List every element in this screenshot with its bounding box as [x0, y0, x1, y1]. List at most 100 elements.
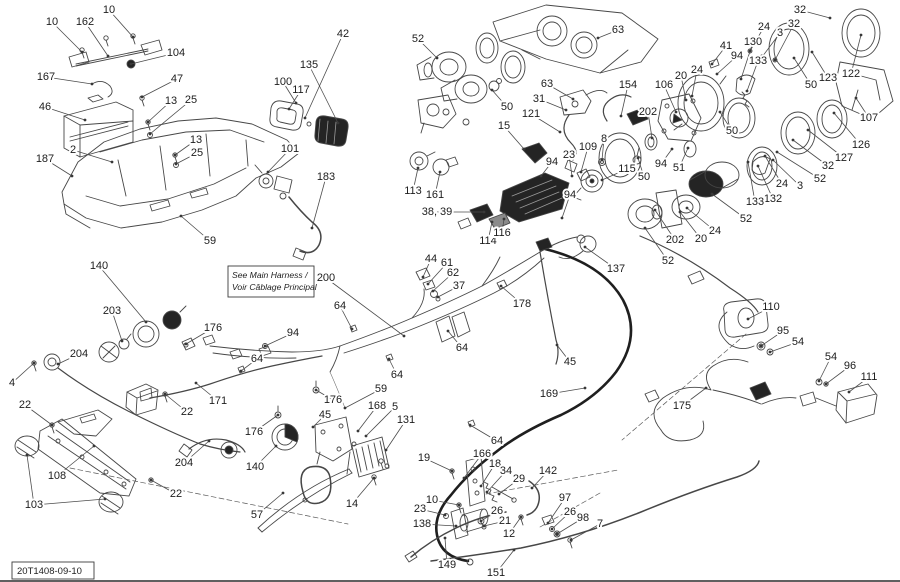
leader-line — [647, 111, 653, 139]
ecm-relays-art-shape — [515, 185, 557, 203]
ecm-relays-art-shape — [499, 172, 570, 223]
regulator-art-shape — [351, 441, 357, 447]
callout-22: 22 — [170, 488, 182, 500]
leader-line — [365, 406, 396, 437]
callout-64: 64 — [251, 353, 263, 365]
leader-tip — [619, 114, 623, 118]
throttle-bodies-art-shape — [416, 56, 435, 81]
leader-line — [807, 129, 845, 159]
throttle-bodies-art-shape — [442, 108, 450, 116]
callout-176: 176 — [204, 322, 222, 334]
leader-line — [620, 84, 629, 117]
regulator-art-shape — [355, 448, 362, 473]
headlight-housing-art-shape — [570, 31, 598, 59]
headlamp-parts-art-shape — [33, 364, 37, 372]
ecm-relays-art-shape — [457, 217, 472, 230]
leader-tip — [70, 174, 74, 178]
leader-tip — [710, 62, 714, 66]
fuel-valve-hoses-art-shape — [549, 526, 555, 532]
headlamp-parts-art-shape — [57, 367, 241, 453]
callout-47: 47 — [171, 73, 183, 85]
callout-151: 151 — [487, 567, 505, 579]
callout-14: 14 — [346, 498, 358, 510]
leader-line — [417, 38, 438, 59]
battery-assembly-art-shape — [87, 94, 104, 103]
ecm-relays-art — [409, 89, 608, 230]
headlamp-parts-art-shape — [179, 305, 187, 313]
lower-throttle-sensor-art-shape — [572, 187, 582, 201]
callout-200: 200 — [317, 272, 335, 284]
callout-103: 103 — [25, 499, 43, 511]
lower-throttle-sensor-art-shape — [672, 113, 683, 124]
ignition-coil-harness-art-shape — [718, 311, 755, 349]
callout-18: 18 — [489, 458, 501, 470]
leader-tip — [670, 147, 674, 151]
handlebar-switch-art-shape — [279, 192, 287, 200]
leader-line — [740, 41, 754, 80]
main-harness-art-shape — [422, 279, 436, 291]
leader-line — [253, 414, 279, 433]
leader-line — [531, 470, 549, 489]
throttle-bodies-art-shape — [496, 78, 502, 84]
leader-tip — [32, 361, 36, 365]
fuel-valve-hoses-art-shape — [555, 532, 559, 536]
main-harness-art-shape — [209, 345, 341, 353]
lower-throttle-sensor-art-shape — [691, 130, 697, 136]
fuel-valve-hoses-art-shape — [461, 508, 483, 516]
throttle-bodies-art — [416, 32, 526, 134]
leader-line — [561, 194, 571, 219]
callout-26: 26 — [564, 506, 576, 518]
throttle-bodies-art-shape — [454, 74, 488, 104]
callout-15: 15 — [498, 120, 510, 132]
regulator-art-shape — [361, 446, 368, 471]
taillight-license-art-shape — [55, 438, 61, 444]
callout-41: 41 — [720, 40, 732, 52]
leader-tip — [710, 192, 714, 196]
leader-tip — [140, 95, 144, 99]
leader-line — [56, 445, 95, 477]
throttle-bodies-art-shape — [423, 62, 433, 78]
leader-tip — [499, 284, 503, 288]
ignition-coil-harness-art-shape — [712, 389, 762, 405]
headlamp-parts-art-shape — [43, 353, 61, 371]
leader-line — [149, 99, 192, 135]
callout-37: 37 — [453, 280, 465, 292]
main-cable-art-shape — [539, 251, 559, 365]
leader-tip — [685, 206, 689, 210]
main-harness-art-shape — [496, 279, 508, 290]
fuel-valve-hoses-art-shape — [526, 480, 541, 516]
headlight-housing-art-shape — [521, 49, 541, 60]
gauge-rings-art-shape — [604, 138, 636, 178]
leader-tip — [497, 492, 501, 496]
part-code: 20T1408-09-10 — [17, 566, 82, 577]
leader-line — [680, 75, 687, 101]
callout-50: 50 — [726, 125, 738, 137]
leader-tip — [482, 524, 486, 528]
gauge-rings-art-shape — [772, 57, 778, 63]
throttle-bodies-art-shape — [426, 103, 440, 117]
leader-line — [180, 215, 211, 242]
ignition-coil-harness-art-shape — [799, 391, 817, 407]
throttle-bodies-art-shape — [479, 37, 495, 59]
fuel-valve-hoses-art-shape — [541, 514, 555, 526]
callout-23: 23 — [414, 503, 426, 515]
callout-107: 107 — [860, 112, 878, 124]
headlight-housing-art-shape — [599, 49, 629, 74]
main-harness-art-shape — [343, 257, 545, 354]
fuel-valve-hoses-art-shape — [430, 460, 760, 562]
main-harness-art-shape — [385, 353, 394, 362]
leader-line — [774, 23, 795, 61]
handlebar-switch-art-shape — [288, 196, 322, 254]
throttle-bodies-art-shape — [417, 94, 457, 129]
regulator-art-shape — [320, 429, 326, 435]
handlebar-switch-art-shape — [254, 164, 263, 174]
leader-tip — [760, 55, 764, 59]
gauge-rings-art-shape — [708, 58, 720, 69]
leader-line — [108, 9, 134, 38]
leader-tip — [854, 96, 858, 100]
ecm-relays-art-shape — [409, 151, 429, 171]
leader-tip — [490, 220, 494, 224]
battery-assembly-art-shape — [105, 39, 109, 47]
callout-24: 24 — [758, 21, 770, 33]
leader-tip — [832, 111, 836, 115]
